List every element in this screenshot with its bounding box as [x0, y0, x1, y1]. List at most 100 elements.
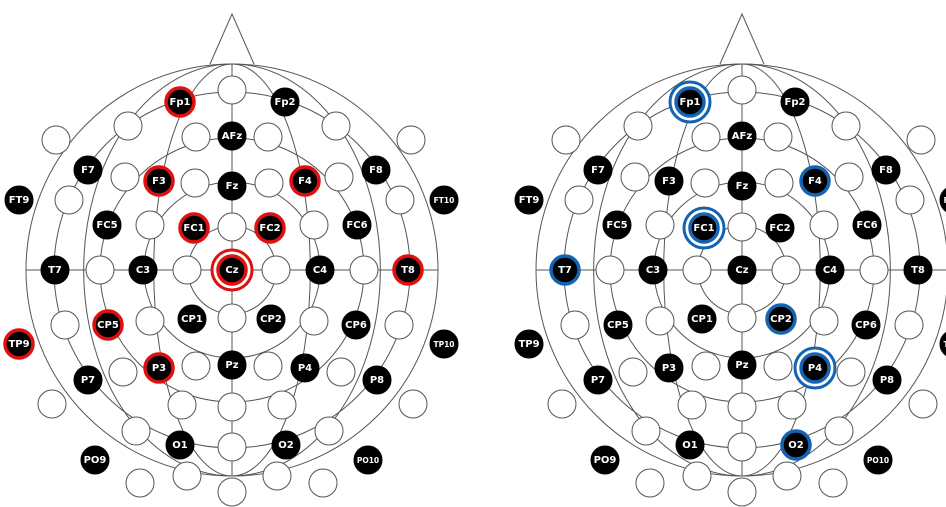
- electrode-o2: O2: [271, 430, 301, 460]
- electrode-empty: [818, 468, 848, 498]
- meridian-curve: [593, 63, 743, 477]
- electrode-empty: [321, 111, 351, 141]
- electrode-disc: [727, 350, 757, 380]
- electrode-disc: [271, 430, 301, 460]
- electrode-label: Cz: [225, 265, 238, 276]
- electrode-empty: [253, 122, 283, 152]
- electrode-cp5: CP5: [92, 309, 124, 341]
- electrode-t8: T8: [392, 254, 424, 286]
- electrode-ft10: FT10: [939, 187, 946, 213]
- electrode-fp1: Fp1: [668, 80, 712, 124]
- electrode-disc: [638, 255, 668, 285]
- electrode-empty: [308, 468, 338, 498]
- electrode-label: O1: [682, 440, 698, 451]
- electrode-label: FT9: [9, 195, 30, 206]
- electrode-disc: [727, 255, 757, 285]
- electrode-label: T7: [48, 265, 62, 276]
- electrode-label: C3: [646, 265, 660, 276]
- electrode-label: F4: [808, 176, 822, 187]
- electrode-disc: [674, 86, 706, 118]
- electrode-c3: C3: [128, 255, 158, 285]
- electrode-disc: [305, 255, 335, 285]
- electrode-empty: [772, 461, 802, 491]
- electrode-disc: [165, 430, 195, 460]
- electrode-disc: [80, 445, 110, 475]
- electrode-f3: F3: [143, 165, 175, 197]
- electrode-empty: [560, 310, 590, 340]
- electrode-po9: PO9: [80, 445, 110, 475]
- electrode-fc2: FC2: [254, 212, 286, 244]
- electrode-label: Fz: [226, 181, 239, 192]
- electrode-empty: [324, 162, 354, 192]
- electrode-empty: [623, 111, 653, 141]
- electrode-empty: [771, 255, 801, 285]
- electrode-label: T8: [401, 265, 415, 276]
- electrode-fc5: FC5: [92, 210, 122, 240]
- electrode-label: TP10: [943, 340, 946, 349]
- meridian-curve: [231, 63, 381, 477]
- electrode-disc: [514, 185, 544, 215]
- electrode-empty: [727, 75, 757, 105]
- electrode-empty: [908, 389, 938, 419]
- electrode-empty: [682, 461, 712, 491]
- electrode-label: TP9: [8, 339, 29, 350]
- electrode-disc: [216, 254, 248, 286]
- electrode-empty: [262, 461, 292, 491]
- electrode-p3: P3: [654, 353, 684, 383]
- electrode-t7: T7: [40, 255, 70, 285]
- electrode-empty: [41, 125, 71, 155]
- electrode-o1: O1: [165, 430, 195, 460]
- electrode-fc6: FC6: [342, 210, 372, 240]
- electrode-empty: [551, 125, 581, 155]
- electrode-disc: [654, 353, 684, 383]
- electrode-fz: Fz: [727, 171, 757, 201]
- electrode-label: F7: [591, 165, 605, 176]
- electrode-empty: [859, 255, 889, 285]
- electrode-p3: P3: [143, 352, 175, 384]
- electrode-empty: [809, 210, 839, 240]
- electrode-cp1: CP1: [177, 304, 207, 334]
- electrode-disc: [765, 303, 797, 335]
- electrode-f4: F4: [289, 165, 321, 197]
- electrode-label: F8: [369, 165, 383, 176]
- scalp-map: Fp1Fp2AFzF7F3FzF4F8FT9FT10FC5FC1FC2FC6T7…: [514, 12, 946, 507]
- electrode-empty: [108, 357, 138, 387]
- electrode-disc: [514, 329, 544, 359]
- electrode-label: O2: [278, 440, 294, 451]
- electrode-disc: [603, 310, 633, 340]
- electrode-label: Cz: [735, 265, 748, 276]
- electrode-empty: [261, 255, 291, 285]
- electrode-label: F7: [81, 165, 95, 176]
- electrode-label: FC1: [693, 223, 714, 234]
- electrode-empty: [299, 306, 329, 336]
- electrode-cz: Cz: [210, 248, 254, 292]
- electrode-label: P3: [152, 363, 166, 374]
- electrode-fc6: FC6: [852, 210, 882, 240]
- electrode-label: PO10: [867, 456, 889, 465]
- electrode-disc: [687, 304, 717, 334]
- electrode-f8: F8: [871, 155, 901, 185]
- electrode-p7: P7: [583, 365, 613, 395]
- electrode-empty: [85, 255, 115, 285]
- electrode-empty: [135, 306, 165, 336]
- electrode-empty: [727, 477, 757, 507]
- electrode-empty: [217, 477, 247, 507]
- electrode-disc: [254, 212, 286, 244]
- electrode-empty: [763, 351, 793, 381]
- electrode-empty: [682, 255, 712, 285]
- electrode-f7: F7: [583, 155, 613, 185]
- electrode-label: Fp2: [275, 97, 296, 108]
- electrode-label: PO9: [594, 455, 617, 466]
- electrode-empty: [217, 303, 247, 333]
- electrode-o1: O1: [675, 430, 705, 460]
- electrode-label: FC2: [769, 223, 790, 234]
- electrode-label: T8: [911, 265, 925, 276]
- electrode-empty: [37, 389, 67, 419]
- electrode-empty: [645, 210, 675, 240]
- electrode-empty: [54, 185, 84, 215]
- electrode-empty: [620, 162, 650, 192]
- electrode-empty: [691, 351, 721, 381]
- electrode-cp1: CP1: [687, 304, 717, 334]
- electrode-f3: F3: [654, 166, 684, 196]
- electrode-empty: [314, 416, 344, 446]
